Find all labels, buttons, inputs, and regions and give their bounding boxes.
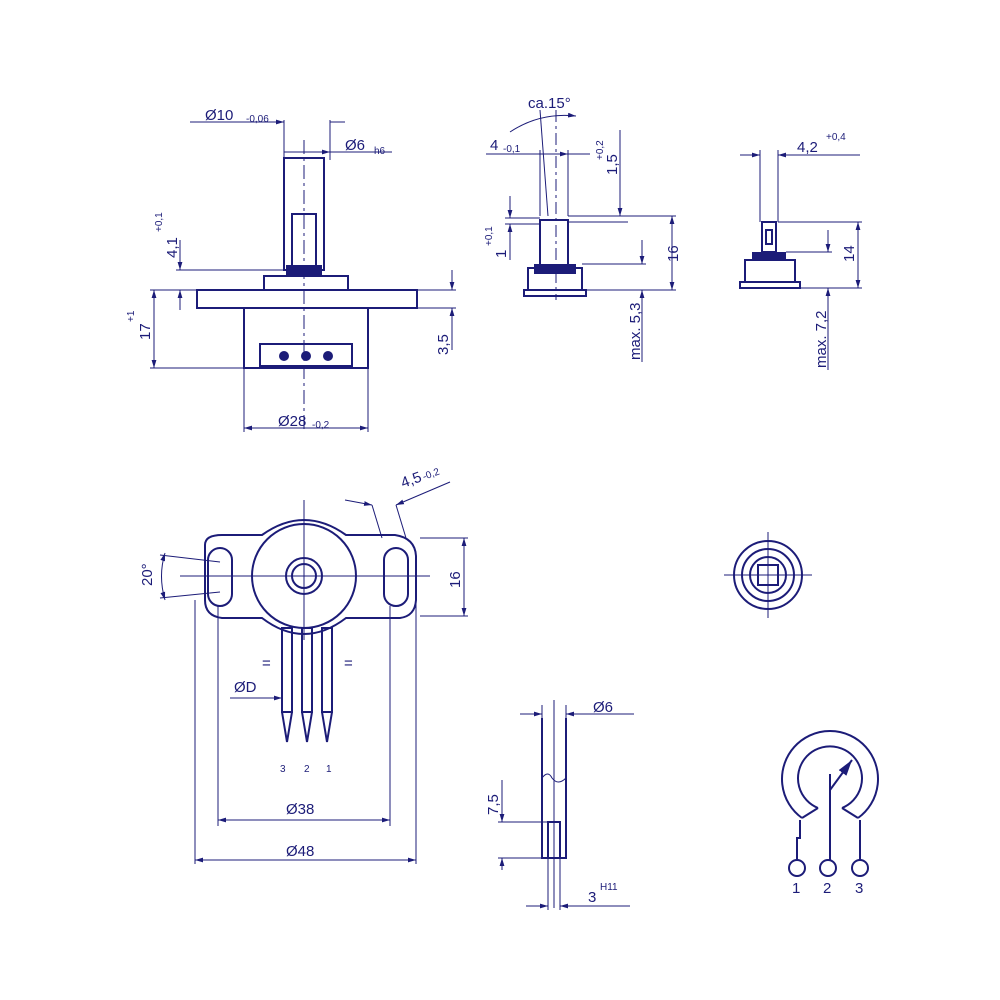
svg-text:=: = (344, 655, 353, 672)
front-view: Ø10 -0,06 Ø6 h6 4,1 +0,1 17 +1 3,5 Ø28 -… (126, 107, 456, 432)
schematic-pin-3: 3 (855, 880, 863, 897)
dim-h41: 4,1 (164, 237, 181, 258)
dim-h16-top: 16 (447, 571, 464, 588)
dim-h75: 7,5 (485, 794, 502, 815)
dim-h15: 1,5 (604, 154, 621, 175)
dim-w45: 4,5 (399, 469, 424, 492)
dim-d28-tol: -0,2 (312, 420, 330, 431)
side-view-2: 4,2 +0,4 14 max. 7,2 (739, 132, 862, 370)
dim-w4: 4 (490, 137, 498, 154)
svg-text:=: = (262, 655, 271, 672)
dim-h1: 1 (493, 250, 510, 258)
shaft-detail: Ø6 7,5 3 H11 (485, 699, 634, 910)
dim-w4-tol: -0,1 (503, 144, 521, 155)
schematic-pin-2: 2 (823, 880, 831, 897)
dim-w42: 4,2 (797, 139, 818, 156)
dim-dD: ØD (234, 679, 257, 696)
dim-w3: 3 (588, 889, 596, 906)
side-view: ca.15° 4 -0,1 1,5 +0,2 1 +0,1 16 max. 5,… (484, 95, 682, 362)
dim-d6: Ø6 (345, 137, 365, 154)
dim-h17-tol: +1 (126, 310, 137, 322)
dim-angle: ca.15° (528, 95, 571, 112)
schematic-pin-1: 1 (792, 880, 800, 897)
dim-h14: 14 (841, 245, 858, 262)
dim-d28: Ø28 (278, 413, 306, 430)
dim-w42-tol: +0,4 (826, 132, 846, 143)
dim-d10: Ø10 (205, 107, 233, 124)
dim-d6-shaft: Ø6 (593, 699, 613, 716)
pin-label-3: 3 (280, 764, 286, 775)
pin-label-1: 1 (326, 764, 332, 775)
schematic: 1 2 3 (781, 730, 879, 897)
dim-d6-tol: h6 (374, 146, 386, 157)
dim-h35: 3,5 (435, 334, 452, 355)
dim-d38: Ø38 (286, 801, 314, 818)
dim-w45-tol: -0,2 (421, 466, 441, 482)
top-view: = = 4,5 -0,2 20° 16 ØD 3 2 1 Ø38 Ø48 (139, 466, 468, 864)
dim-h41-tol: +0,1 (154, 212, 165, 232)
dim-h17: 17 (137, 323, 154, 340)
dim-h16: 16 (665, 245, 682, 262)
dim-h15-tol: +0,2 (595, 140, 606, 160)
dim-max72: max. 7,2 (813, 310, 830, 368)
dim-w3-tol: H11 (600, 882, 618, 893)
dim-d48: Ø48 (286, 843, 314, 860)
dim-h1-tol: +0,1 (484, 226, 495, 246)
dim-a20: 20° (139, 563, 156, 586)
dim-max53: max. 5,3 (627, 302, 644, 360)
pin-label-2: 2 (304, 764, 310, 775)
shaft-end-view (724, 532, 812, 618)
dim-d10-tol: -0,06 (246, 114, 269, 125)
